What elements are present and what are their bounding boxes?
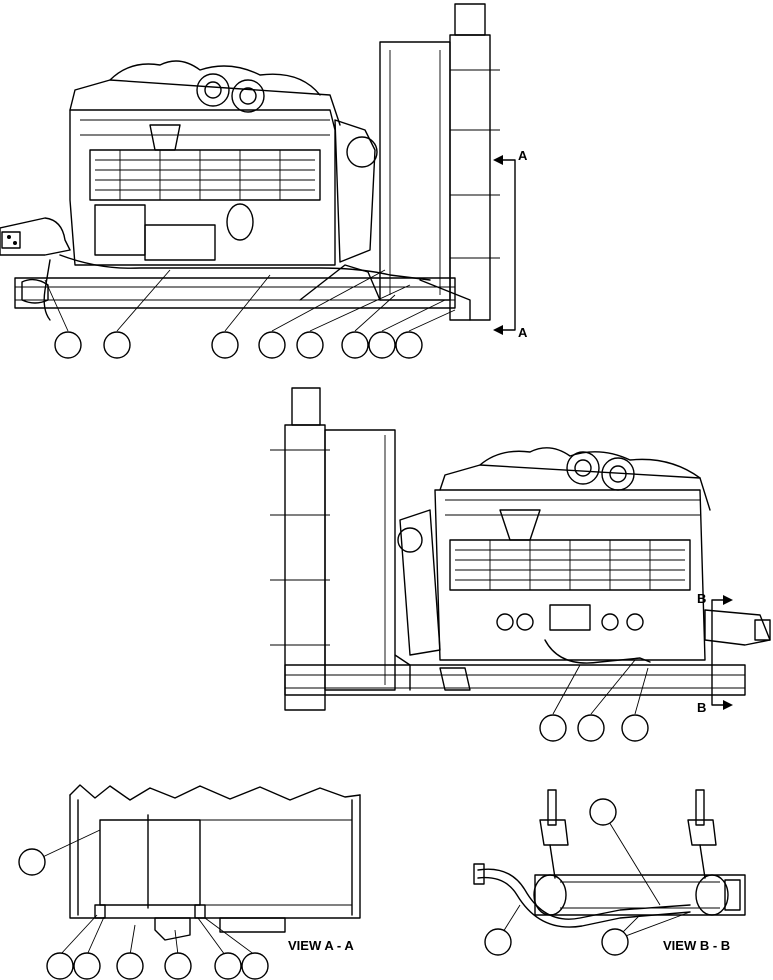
callout-circle: [164, 952, 192, 980]
callout-circle: [296, 331, 324, 359]
callout-circle: [621, 714, 649, 742]
section-marker-a-bottom: A: [518, 325, 528, 340]
section-marker-a-top: A: [518, 148, 528, 163]
view-a-a-title: VIEW A - A: [288, 938, 354, 953]
callout-circle: [46, 952, 74, 980]
callout-circle: [241, 952, 269, 980]
callout-circle: [214, 952, 242, 980]
section-marker-b-top: B: [697, 591, 706, 606]
callout-circle: [395, 331, 423, 359]
section-marker-b-bottom: B: [697, 700, 706, 715]
view-a-a: VIEW A - A: [18, 784, 361, 980]
upper-engine-view: A A: [0, 3, 528, 359]
callout-circle: [589, 798, 617, 826]
view-b-b: VIEW B - B: [473, 789, 746, 956]
callout-circle: [103, 331, 131, 359]
callout-circle: [18, 848, 46, 876]
callout-circle: [577, 714, 605, 742]
callout-circle: [484, 928, 512, 956]
view-b-b-title: VIEW B - B: [663, 938, 730, 953]
callout-circle: [116, 952, 144, 980]
callout-circle: [54, 331, 82, 359]
callout-circle: [601, 928, 629, 956]
callout-circle: [258, 331, 286, 359]
callout-circle: [368, 331, 396, 359]
callout-circle: [211, 331, 239, 359]
callout-circle: [341, 331, 369, 359]
lower-engine-view: B B: [270, 387, 771, 742]
callout-circle: [73, 952, 101, 980]
callout-circle: [539, 714, 567, 742]
